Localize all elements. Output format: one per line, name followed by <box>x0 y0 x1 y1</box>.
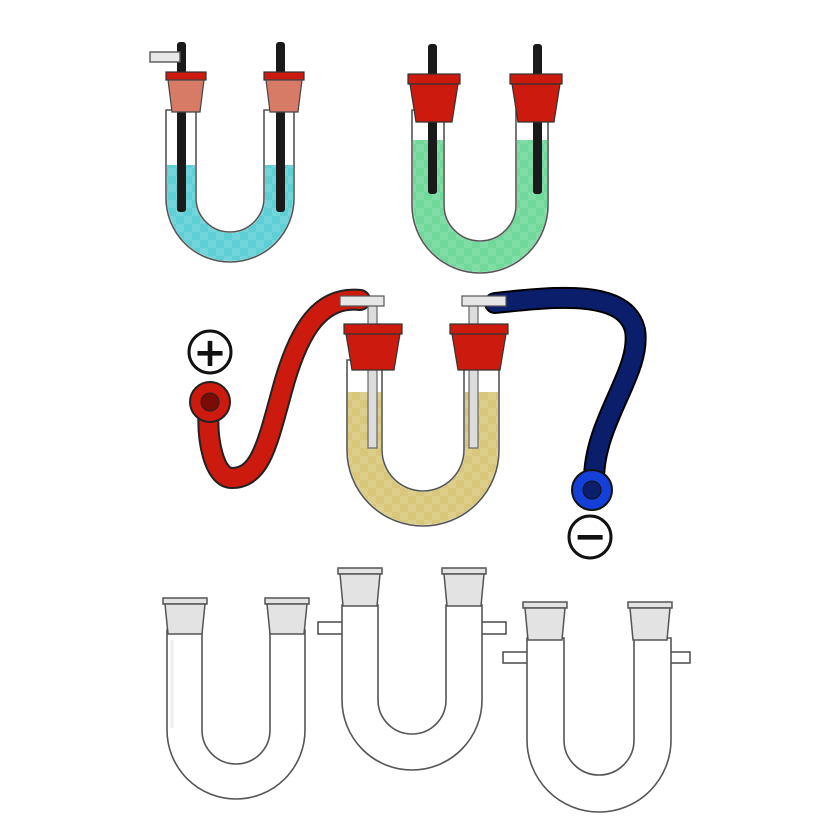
terminal-negative <box>571 469 613 511</box>
u-tube-empty-plain-joint-left <box>162 597 208 635</box>
u-tube-electrolysis-electrode-right <box>468 299 479 449</box>
u-tube-empty-side-arms-low-joint-left <box>522 601 568 641</box>
positive-sign-label: + <box>193 330 227 376</box>
u-tube-cyan-stopper-right <box>263 71 305 113</box>
u-tube-green-stopper-left <box>407 73 461 123</box>
u-tube-cyan-stopper-left <box>165 71 207 113</box>
u-tube-electrolysis-stopper-right <box>449 323 509 371</box>
positive-sign: + <box>187 329 233 376</box>
u-tube-empty-side-arms-low-joint-right <box>627 601 673 641</box>
u-tube-empty-side-arms <box>317 567 507 771</box>
u-tube-empty-plain <box>162 597 310 800</box>
u-tube-cyan-electrode-right <box>276 42 285 212</box>
u-tube-empty-plain-joint-right <box>264 597 310 635</box>
u-tube-empty-side-arms-low <box>502 601 691 813</box>
u-tube-cyan-side-tap <box>149 51 181 63</box>
u-tube-electrolysis: + − <box>187 286 647 560</box>
u-tube-cyan <box>149 42 305 263</box>
negative-sign: − <box>567 514 613 560</box>
u-tube-green-stopper-right <box>509 73 563 123</box>
terminal-positive <box>189 381 231 423</box>
u-tube-empty-side-arms-joint-right <box>441 567 487 607</box>
u-tube-electrolysis-stopper-left <box>343 323 403 371</box>
u-tube-cyan-electrode-left <box>177 42 186 212</box>
negative-sign-label: − <box>573 514 607 560</box>
u-tube-empty-side-arms-joint-left <box>337 567 383 607</box>
u-tube-electrolysis-electrode-left <box>367 299 378 449</box>
u-tube-green <box>407 44 563 274</box>
